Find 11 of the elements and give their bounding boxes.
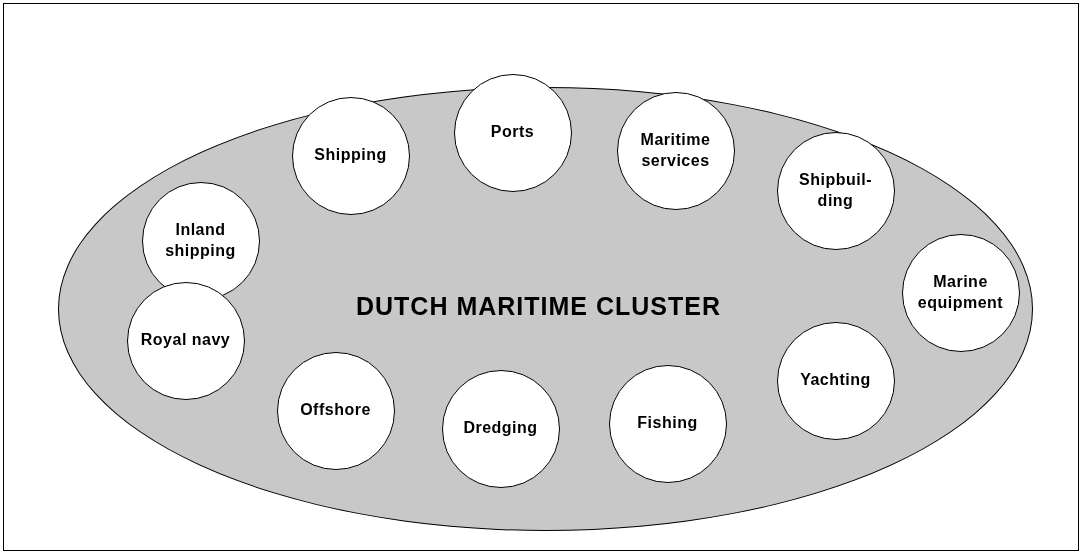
sector-circle: Ports bbox=[453, 73, 572, 192]
sector-circle: Shipbuil- ding bbox=[776, 131, 895, 250]
sector-circle: Offshore bbox=[276, 351, 395, 470]
sector-circle: Royal navy bbox=[126, 281, 245, 400]
sector-circle: Fishing bbox=[608, 364, 727, 483]
sector-circle: Dredging bbox=[441, 369, 560, 488]
sector-circle: Yachting bbox=[776, 321, 895, 440]
sector-circle: Maritime services bbox=[616, 91, 735, 210]
cluster-title: DUTCH MARITIME CLUSTER bbox=[356, 291, 721, 321]
sector-circle: Marine equipment bbox=[901, 233, 1020, 352]
sector-circle: Shipping bbox=[291, 96, 410, 215]
